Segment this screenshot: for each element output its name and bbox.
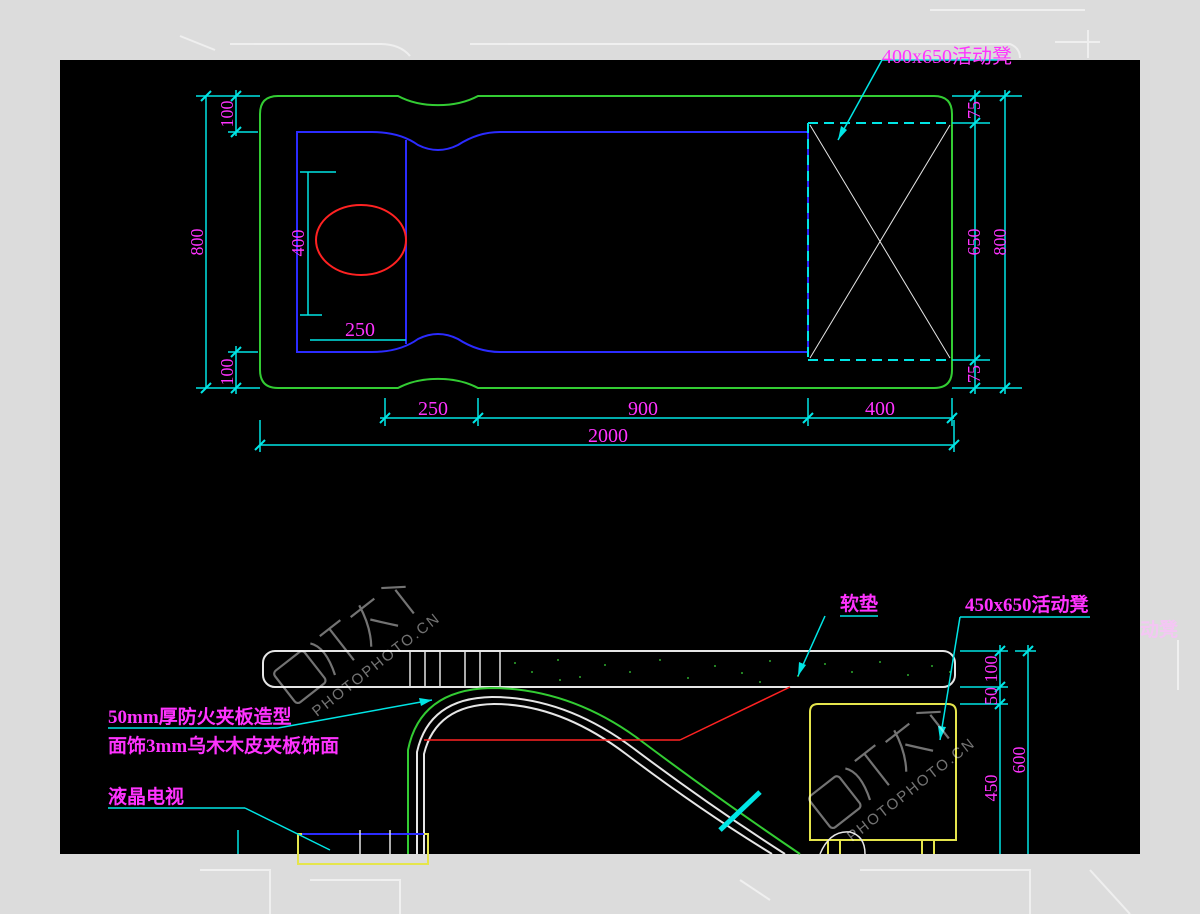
cushion: [262, 650, 956, 688]
cushion-segments: [409, 651, 501, 687]
dim-face-hole-width: 250: [345, 319, 375, 341]
arched-board: [407, 686, 801, 855]
red-guide-diagonal: [679, 686, 791, 741]
stool-elevation: [809, 703, 957, 854]
stool-elevation-label: 450x650活动凳: [965, 593, 1090, 616]
stool-callout: 400x650活动凳: [837, 45, 1012, 141]
dim-face-hole-height: 400: [288, 230, 308, 257]
tv-callout: 液晶电视: [108, 785, 331, 851]
dim-elev-50: 50: [981, 687, 1001, 705]
dim-stool-bottom-margin: 75: [964, 365, 984, 383]
dim-stool-width: 650: [964, 229, 984, 256]
stool-callout-label: 400x650活动凳: [882, 45, 1012, 68]
dim-elev-450: 450: [981, 775, 1001, 802]
dim-edge-bottom: 100: [217, 359, 237, 386]
cad-viewport[interactable]: 400x650活动凳: [60, 45, 1140, 865]
face-hole: [315, 204, 407, 276]
board-callout: 50mm厚防火夹板造型 面饰3mm乌木木皮夹板饰面: [108, 698, 433, 757]
dim-seg-middle: 900: [628, 398, 658, 420]
stool-base-curve: [819, 831, 866, 855]
dim-elev-100: 100: [981, 656, 1001, 683]
stool-area: [807, 122, 952, 361]
dim-edge-top: 100: [217, 101, 237, 128]
section-cut-marker: [718, 790, 762, 832]
cad-drawing: 400x650活动凳: [108, 45, 1090, 865]
watermark-logo-glyph: [273, 650, 327, 705]
dim-seg-stool: 400: [865, 398, 895, 420]
board-label-line2: 面饰3mm乌木木皮夹板饰面: [108, 734, 339, 757]
watermark-text: PHOTOPHOTO.CN: [844, 734, 979, 845]
plan-view: 400x650活动凳: [187, 45, 1022, 452]
cushion-texture: [514, 659, 951, 683]
tv-block: [297, 830, 429, 865]
tv-label: 液晶电视: [108, 785, 184, 808]
stool-elevation-callout: 450x650活动凳: [938, 593, 1090, 741]
dim-total-width-right: 800: [990, 229, 1010, 256]
dim-total-width-left: 800: [187, 229, 207, 256]
dim-stool-top-margin: 75: [964, 101, 984, 119]
dim-elev-600: 600: [1009, 747, 1029, 774]
plan-outline: [259, 95, 953, 389]
board-label-line1: 50mm厚防火夹板造型: [108, 705, 292, 728]
cushion-label: 软垫: [840, 592, 878, 615]
elevation-view: 100 50 450 600 软垫 450x650活动凳 50mm厚防火夹板造型…: [108, 592, 1090, 865]
cushion-callout: 软垫: [797, 592, 878, 677]
dim-seg-head: 250: [418, 398, 448, 420]
dim-total-length: 2000: [588, 425, 628, 447]
ghost-stool-label: 动凳: [1140, 618, 1179, 641]
watermark-logo-glyph: [808, 775, 862, 830]
watermark-2: PHOTOPHOTO.CN: [808, 710, 979, 845]
